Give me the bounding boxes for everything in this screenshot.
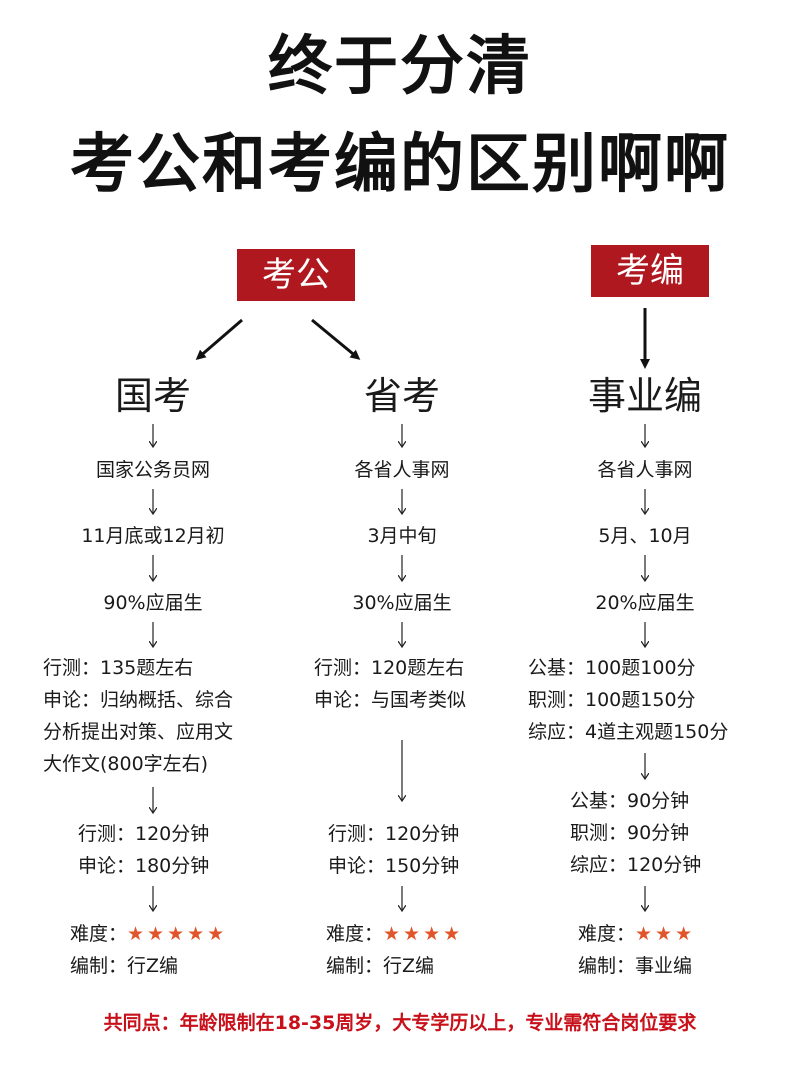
shiyebian-establishment: 编制：事业编: [578, 955, 693, 977]
shiyebian-duration-line: 职测：90分钟: [570, 822, 690, 844]
arrow-to-shengkao: [311, 318, 361, 360]
guokao-time: 11月底或12月初: [81, 525, 225, 547]
shengkao-graduates: 30%应届生: [352, 592, 452, 614]
common-points-footer: 共同点：年龄限制在18-35周岁，大专学历以上，专业需符合岗位要求: [103, 1012, 697, 1034]
arrow-to-guokao: [195, 318, 243, 360]
shiyebian-content: 公基：100题100分 职测：100题150分 综应：4道主观题150分: [528, 652, 728, 748]
difficulty-label: 难度：: [326, 923, 384, 945]
shengkao-time: 3月中旬: [367, 525, 437, 547]
shiyebian-difficulty: 难度：★★★: [578, 918, 695, 950]
shengkao-difficulty: 难度：★★★★: [326, 918, 463, 950]
guokao-site: 国家公务员网: [95, 459, 210, 481]
shiyebian-duration: 公基：90分钟 职测：90分钟 综应：120分钟: [570, 785, 701, 881]
shengkao-content: 行测：120题左右 申论：与国考类似: [314, 652, 466, 716]
guokao-content-line: 分析提出对策、应用文: [43, 721, 234, 743]
shengkao-content-line: 申论：与国考类似: [314, 689, 467, 711]
shiyebian-meta: 难度：★★★ 编制：事业编: [578, 918, 695, 982]
shengkao-duration-line: 申论：150分钟: [328, 855, 460, 877]
column-head-guokao: 国考: [114, 374, 191, 418]
shengkao-meta: 难度：★★★★ 编制：行Z编: [326, 918, 463, 982]
tag-kaobian: 考编: [591, 245, 709, 297]
difficulty-stars: ★★★★: [383, 923, 464, 945]
shiyebian-content-line: 综应：4道主观题150分: [528, 721, 729, 743]
guokao-establishment: 编制：行Z编: [70, 955, 179, 977]
shengkao-duration-line: 行测：120分钟: [328, 823, 460, 845]
shiyebian-duration-line: 综应：120分钟: [570, 854, 702, 876]
guokao-duration-line: 申论：180分钟: [78, 855, 210, 877]
shiyebian-duration-line: 公基：90分钟: [570, 790, 690, 812]
guokao-duration-line: 行测：120分钟: [78, 823, 210, 845]
shiyebian-graduates: 20%应届生: [595, 592, 695, 614]
column-head-shiyebian: 事业编: [587, 374, 702, 418]
guokao-content: 行测：135题左右 申论：归纳概括、综合 分析提出对策、应用文 大作文(800字…: [43, 652, 233, 780]
shiyebian-content-line: 公基：100题100分: [528, 657, 696, 679]
difficulty-label: 难度：: [578, 923, 636, 945]
guokao-content-line: 申论：归纳概括、综合: [43, 689, 234, 711]
page-title-line-1: 终于分清: [268, 30, 532, 104]
guokao-duration: 行测：120分钟 申论：180分钟: [78, 818, 209, 882]
difficulty-label: 难度：: [70, 923, 128, 945]
shengkao-duration: 行测：120分钟 申论：150分钟: [328, 818, 459, 882]
shiyebian-content-line: 职测：100题150分: [528, 689, 696, 711]
guokao-difficulty: 难度：★★★★★: [70, 918, 227, 950]
shengkao-site: 各省人事网: [354, 459, 450, 481]
guokao-content-line: 行测：135题左右: [43, 657, 194, 679]
difficulty-stars: ★★★★★: [127, 923, 228, 945]
tag-kaogong: 考公: [237, 249, 355, 301]
guokao-meta: 难度：★★★★★ 编制：行Z编: [70, 918, 227, 982]
guokao-content-line: 大作文(800字左右): [43, 753, 209, 775]
shiyebian-site: 各省人事网: [597, 459, 693, 481]
shengkao-establishment: 编制：行Z编: [326, 955, 435, 977]
difficulty-stars: ★★★: [635, 923, 696, 945]
shengkao-content-line: 行测：120题左右: [314, 657, 465, 679]
shiyebian-time: 5月、10月: [598, 525, 692, 547]
column-head-shengkao: 省考: [363, 374, 440, 418]
page-title-line-2: 考公和考编的区别啊啊: [70, 128, 730, 202]
guokao-graduates: 90%应届生: [103, 592, 203, 614]
